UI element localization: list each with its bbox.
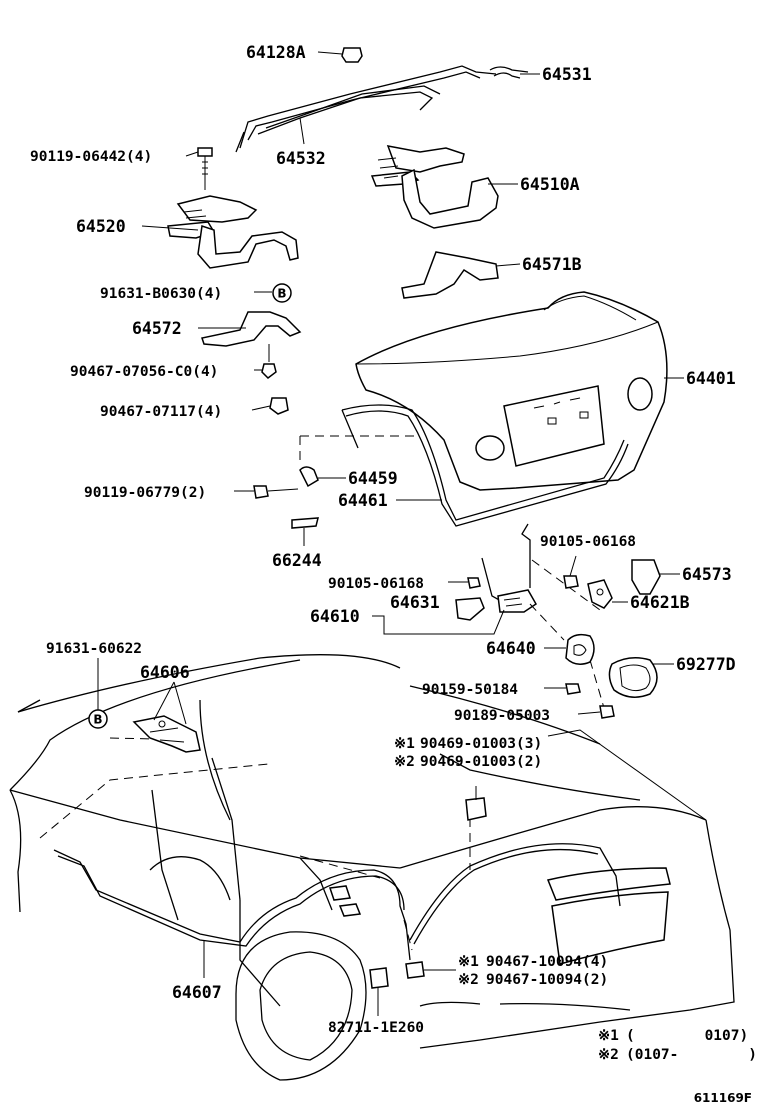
label-90467-10094-4: 90467-10094(4) (486, 954, 608, 970)
screw-90105-06168-right (563, 575, 579, 589)
dashed-guides-lock (529, 559, 605, 709)
luggage-door-64401 (355, 291, 668, 491)
label-90119-06442: 90119-06442(4) (30, 149, 152, 165)
label-64401: 64401 (686, 369, 736, 388)
label-64520: 64520 (76, 217, 126, 236)
label-90467-10094-2: 90467-10094(2) (486, 972, 608, 988)
label-90467-07056: 90467-07056-C0(4) (70, 364, 218, 380)
ref-mark-b: B (93, 713, 102, 727)
car-body (9, 654, 735, 1049)
legend-mark-1: ※1 (598, 1028, 619, 1044)
label-64532: 64532 (276, 149, 326, 168)
handle-69277d (608, 657, 658, 698)
label-90105-06168-left: 90105-06168 (328, 576, 424, 592)
lock-assembly-64610 (497, 589, 537, 613)
bolt-90119-06442 (197, 147, 213, 190)
label-91631-b0630: 91631-B0630(4) (100, 286, 222, 302)
lock-cylinder-64631 (455, 597, 485, 621)
label-64128a: 64128A (246, 43, 306, 62)
label-69277d: 69277D (676, 655, 736, 674)
bracket-64571b (401, 251, 499, 299)
latch-64606 (132, 715, 201, 753)
label-82711-1e260: 82711-1E260 (328, 1020, 424, 1036)
screw-90105-06168-left (467, 577, 481, 589)
hinge-left-64520 (167, 195, 299, 269)
clip-82711-1e260 (369, 967, 389, 989)
label-64461: 64461 (338, 491, 388, 510)
label-90467-07117: 90467-07117(4) (100, 404, 222, 420)
ref-circle-b-upper: B (272, 283, 292, 303)
clip-90467-07117 (269, 397, 289, 415)
legend-mark-2: ※2 (598, 1047, 619, 1063)
note-mark-2: ※2 (458, 972, 479, 988)
ref-circle-b-lower: B (88, 709, 108, 729)
legend: ※1 ( 0107) ※2 (0107- ) (598, 1028, 757, 1063)
label-64606: 64606 (140, 663, 190, 682)
label-64607: 64607 (172, 983, 222, 1002)
label-90119-06779: 90119-06779(2) (84, 485, 206, 501)
nut-90189-05003 (599, 705, 615, 719)
hinge-right-64510a (370, 145, 499, 229)
figure-id: 611169F (694, 1091, 752, 1105)
clamp-90467-10094 (405, 961, 425, 979)
clip-90469-01003 (465, 786, 487, 821)
part-labels: 64128A 64531 64532 90119-06442(4) 64510A… (30, 43, 736, 1036)
label-91631-60622: 91631-60622 (46, 641, 142, 657)
label-64610: 64610 (310, 607, 360, 626)
screw-90159-50184 (565, 683, 581, 695)
stopper-64459 (299, 466, 319, 488)
label-64459: 64459 (348, 469, 398, 488)
label-90159-50184: 90159-50184 (422, 682, 518, 698)
bracket-64640 (565, 633, 595, 665)
torsion-bars (235, 65, 529, 153)
label-64631: 64631 (390, 593, 440, 612)
note-mark-1: ※1 (394, 736, 415, 752)
dashed-guides-top (299, 435, 420, 466)
legend-range-1: ( 0107) (626, 1028, 748, 1044)
label-64640: 64640 (486, 639, 536, 658)
legend-range-2: (0107- ) (626, 1047, 757, 1063)
label-64572: 64572 (132, 319, 182, 338)
bolt-90119-06779 (253, 485, 299, 499)
label-64510a: 64510A (520, 175, 580, 194)
label-90189-05003: 90189-05003 (454, 708, 550, 724)
bracket-64621b (587, 579, 613, 609)
cover-64573 (631, 559, 661, 595)
label-64573: 64573 (682, 565, 732, 584)
leader-lines (97, 51, 707, 1016)
label-66244: 66244 (272, 551, 322, 570)
note-mark-2: ※2 (394, 754, 415, 770)
cable-64607 (53, 843, 621, 961)
bumper-cushion-64128a (341, 47, 363, 63)
label-64621b: 64621B (630, 593, 690, 612)
ref-mark-b: B (277, 287, 286, 301)
label-64531: 64531 (542, 65, 592, 84)
label-90469-01003-2: 90469-01003(2) (420, 754, 542, 770)
weatherstrip-64461 (341, 404, 629, 527)
label-64571b: 64571B (522, 255, 582, 274)
label-90469-01003-3: 90469-01003(3) (420, 736, 542, 752)
rear-wheel (235, 931, 367, 1081)
note-mark-1: ※1 (458, 954, 479, 970)
clip-90467-07056 (261, 344, 277, 379)
pad-66244 (291, 517, 319, 529)
label-90105-06168-right: 90105-06168 (540, 534, 636, 550)
bracket-64572 (201, 311, 302, 347)
